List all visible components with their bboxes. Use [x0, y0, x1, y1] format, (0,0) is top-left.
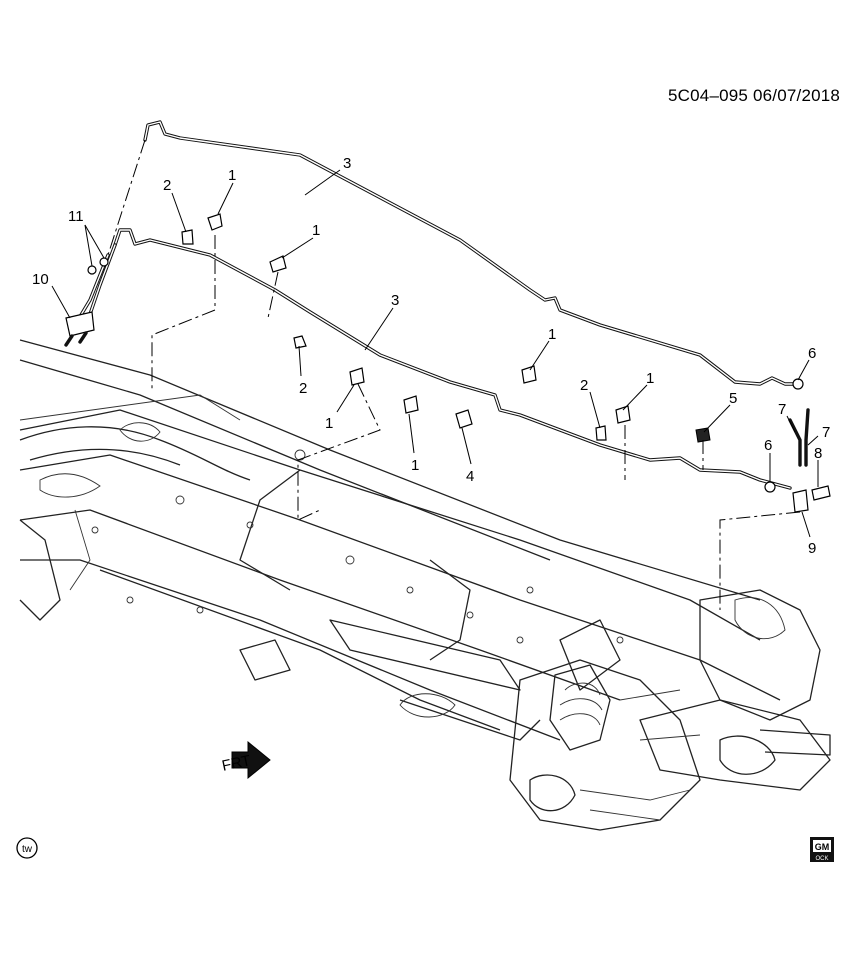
leader-lines — [51, 169, 819, 538]
callout-7: 7 — [778, 401, 786, 418]
callout-1: 1 — [548, 326, 556, 343]
callout-1: 1 — [325, 415, 333, 432]
callout-6: 6 — [764, 437, 772, 454]
callout-4: 4 — [466, 468, 474, 485]
front-label: FRT — [220, 752, 252, 775]
callout-1: 1 — [228, 167, 236, 184]
front-direction-indicator: FRT — [220, 740, 271, 780]
callout-11: 11 — [68, 208, 84, 225]
callout-6: 6 — [808, 345, 816, 362]
front-arrow-icon — [231, 740, 271, 780]
callout-8: 8 — [814, 445, 822, 462]
clip-1 — [207, 213, 631, 424]
callout-2: 2 — [299, 380, 307, 397]
callout-2: 2 — [580, 377, 588, 394]
fitting-6-upper — [792, 378, 804, 390]
callout-10: 10 — [32, 271, 49, 288]
fitting-6-lower — [764, 481, 776, 493]
bracket-9 — [792, 489, 809, 513]
callout-5: 5 — [729, 390, 737, 407]
callout-1: 1 — [646, 370, 654, 387]
brake-pipe-lower — [113, 228, 792, 490]
pipe-drop-left — [76, 139, 146, 322]
callout-3: 3 — [343, 155, 351, 172]
bolt-8 — [811, 485, 831, 501]
fitting-11a — [87, 265, 97, 275]
callouts: 1 1 1 1 1 1 2 2 2 3 3 4 5 6 6 7 7 8 9 10… — [32, 155, 830, 557]
callout-3: 3 — [391, 292, 399, 309]
callout-1: 1 — [312, 222, 320, 239]
diagram-code: 5C04–095 06/07/2018 — [668, 86, 841, 105]
alignment-lines — [151, 235, 801, 610]
tw-label: tw — [22, 844, 33, 855]
callout-7: 7 — [822, 424, 830, 441]
gm-logo: GM OCK — [810, 837, 834, 862]
callout-9: 9 — [808, 540, 816, 557]
callout-2: 2 — [163, 177, 171, 194]
vehicle-frame — [19, 339, 831, 831]
hose-7a — [788, 418, 802, 467]
svg-text:GM: GM — [815, 842, 830, 852]
clip-2 — [181, 229, 607, 441]
callout-1: 1 — [411, 457, 419, 474]
tw-badge: tw — [16, 837, 38, 859]
brake-pipe-upper — [143, 120, 797, 386]
grommet-4 — [455, 409, 473, 429]
fitting-11b — [99, 257, 109, 267]
hose-7b — [804, 408, 810, 467]
clip-5 — [695, 427, 711, 443]
clip-parts — [64, 213, 831, 513]
connector-10 — [65, 311, 95, 337]
svg-text:OCK: OCK — [815, 856, 828, 862]
